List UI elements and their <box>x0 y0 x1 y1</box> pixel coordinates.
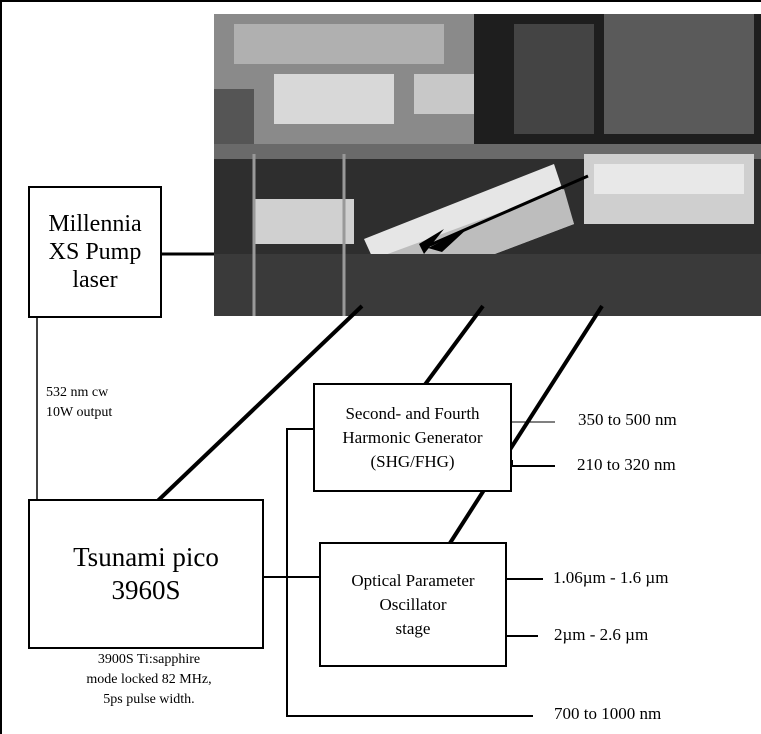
opo-line-3: stage <box>395 618 431 638</box>
millennia-line-3: laser <box>72 267 118 293</box>
arrow-line-1 <box>429 174 589 247</box>
pump-label: 532 nm cw 10W output <box>46 383 112 423</box>
pump-label-line-1: 532 nm cw <box>46 385 109 400</box>
tsunami-box: Tsunami pico 3960S <box>28 499 264 649</box>
output-opo-2: 2µm - 2.6 µm <box>554 625 649 644</box>
output-opo-1: 1.06µm - 1.6 µm <box>553 568 669 587</box>
output-shg-1: 350 to 500 nm <box>578 410 677 429</box>
frame-left-border <box>0 0 2 734</box>
tsunami-note: 3900S Ti:sapphire mode locked 82 MHz, 5p… <box>44 650 254 710</box>
tsunami-note-line-1: 3900S Ti:sapphire <box>97 652 201 667</box>
output-fundamental: 700 to 1000 nm <box>554 704 662 723</box>
shg-line-3: (SHG/FHG) <box>370 451 455 471</box>
lab-photo-illustration <box>214 14 761 316</box>
opo-line-1: Optical Parameter <box>351 570 475 590</box>
tsunami-line-1: Tsunami pico <box>73 542 219 572</box>
out-shg-2-line <box>511 460 555 467</box>
millennia-line-1: Millennia <box>48 211 142 237</box>
fundamental-bus <box>286 428 533 717</box>
shg-box: Second- and Fourth Harmonic Generator (S… <box>313 383 512 492</box>
tsunami-note-line-2: mode locked 82 MHz, <box>86 672 212 687</box>
output-shg-2: 210 to 320 nm <box>577 455 676 474</box>
millennia-box: Millennia XS Pump laser <box>28 186 162 318</box>
shg-line-2: Harmonic Generator <box>342 427 483 447</box>
pump-label-line-2: 10W output <box>46 405 113 420</box>
link-photo-opo <box>441 304 604 556</box>
lab-photo <box>214 14 761 316</box>
opo-box: Optical Parameter Oscillator stage <box>319 542 507 667</box>
opo-line-2: Oscillator <box>379 594 447 614</box>
tsunami-line-2: 3960S <box>111 575 181 605</box>
shg-line-1: Second- and Fourth <box>345 403 480 423</box>
millennia-line-2: XS Pump <box>48 239 142 265</box>
tsunami-note-line-3: 5ps pulse width. <box>103 692 195 707</box>
link-photo-tsunami <box>143 304 364 515</box>
frame-top-border <box>0 0 761 2</box>
link-photo-shg <box>416 304 485 396</box>
arrow-head <box>428 228 468 252</box>
